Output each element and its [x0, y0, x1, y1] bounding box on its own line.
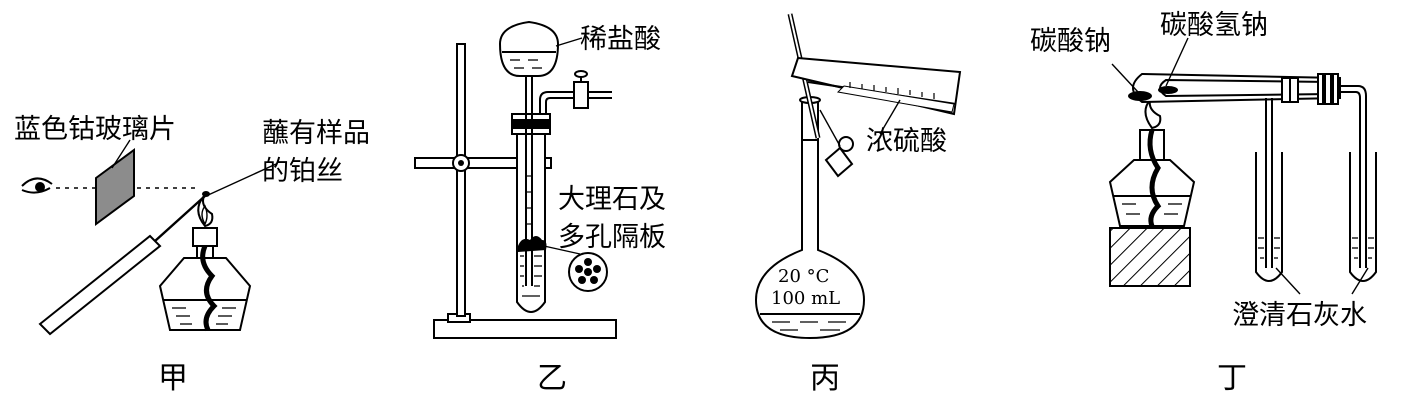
caption-bing: 丙	[810, 361, 840, 396]
label-na2co3: 碳酸钠	[1030, 26, 1111, 57]
limewater-tube-left	[1255, 152, 1283, 282]
eye-icon	[21, 177, 53, 194]
apparatus-ding: 碳酸钠 碳酸氢钠 澄清石灰水 丁	[1030, 10, 1377, 396]
caption-yi: 乙	[537, 361, 567, 396]
porous-plate-icon	[568, 252, 608, 292]
apparatus-bing: 20 °C 100 mL 浓硫酸 丙	[754, 13, 962, 396]
lamp-wick	[200, 244, 218, 332]
label-conc-h2so4: 浓硫酸	[866, 126, 947, 157]
marble-chunks	[518, 236, 547, 252]
label-wire-line2: 的铂丝	[262, 156, 343, 187]
lamp-liquid	[172, 307, 236, 325]
iron-stand-rod	[456, 43, 466, 317]
wooden-block	[1109, 227, 1191, 287]
apparatus-jia: 蓝色钴玻璃片 蘸有样品 的铂丝 甲	[14, 114, 370, 396]
label-dilute-hcl: 稀盐酸	[580, 24, 661, 55]
lamp-neck	[192, 227, 218, 247]
flame	[197, 195, 214, 228]
funnel-bulb	[498, 20, 560, 77]
label-marble-line1: 大理石及	[558, 184, 666, 215]
label-flask-volume: 100 mL	[771, 288, 840, 309]
label-nahco3: 碳酸氢钠	[1160, 10, 1268, 41]
wire-handle	[38, 234, 162, 336]
acid-liquid	[520, 255, 542, 297]
inner-test-tube	[1159, 78, 1331, 98]
volumetric-flask	[754, 99, 866, 340]
label-limewater: 澄清石灰水	[1232, 300, 1367, 331]
caption-ding: 丁	[1217, 361, 1247, 396]
flask-liquid	[772, 321, 846, 331]
label-flask-temp: 20 °C	[778, 266, 829, 287]
caption-jia: 甲	[158, 361, 188, 396]
reagent-tag	[819, 109, 854, 178]
apparatus-yi: 稀盐酸 大理石及 多孔隔板 乙	[414, 20, 666, 396]
delivery-tube-right	[1338, 85, 1367, 268]
nahco3-powder	[1158, 86, 1178, 94]
na2co3-powder	[1128, 91, 1152, 101]
label-wire-line1: 蘸有样品	[262, 118, 370, 149]
clamp-arm	[414, 157, 552, 169]
limewater-tube-right	[1349, 152, 1377, 282]
gas-outlet-tube	[539, 91, 612, 114]
iron-stand-base	[433, 319, 617, 339]
label-marble-line2: 多孔隔板	[558, 222, 666, 253]
graduated-cylinder	[790, 56, 962, 116]
platinum-wire	[154, 195, 206, 242]
label-blue-glass: 蓝色钴玻璃片	[14, 114, 176, 145]
blue-cobalt-glass	[95, 148, 135, 226]
